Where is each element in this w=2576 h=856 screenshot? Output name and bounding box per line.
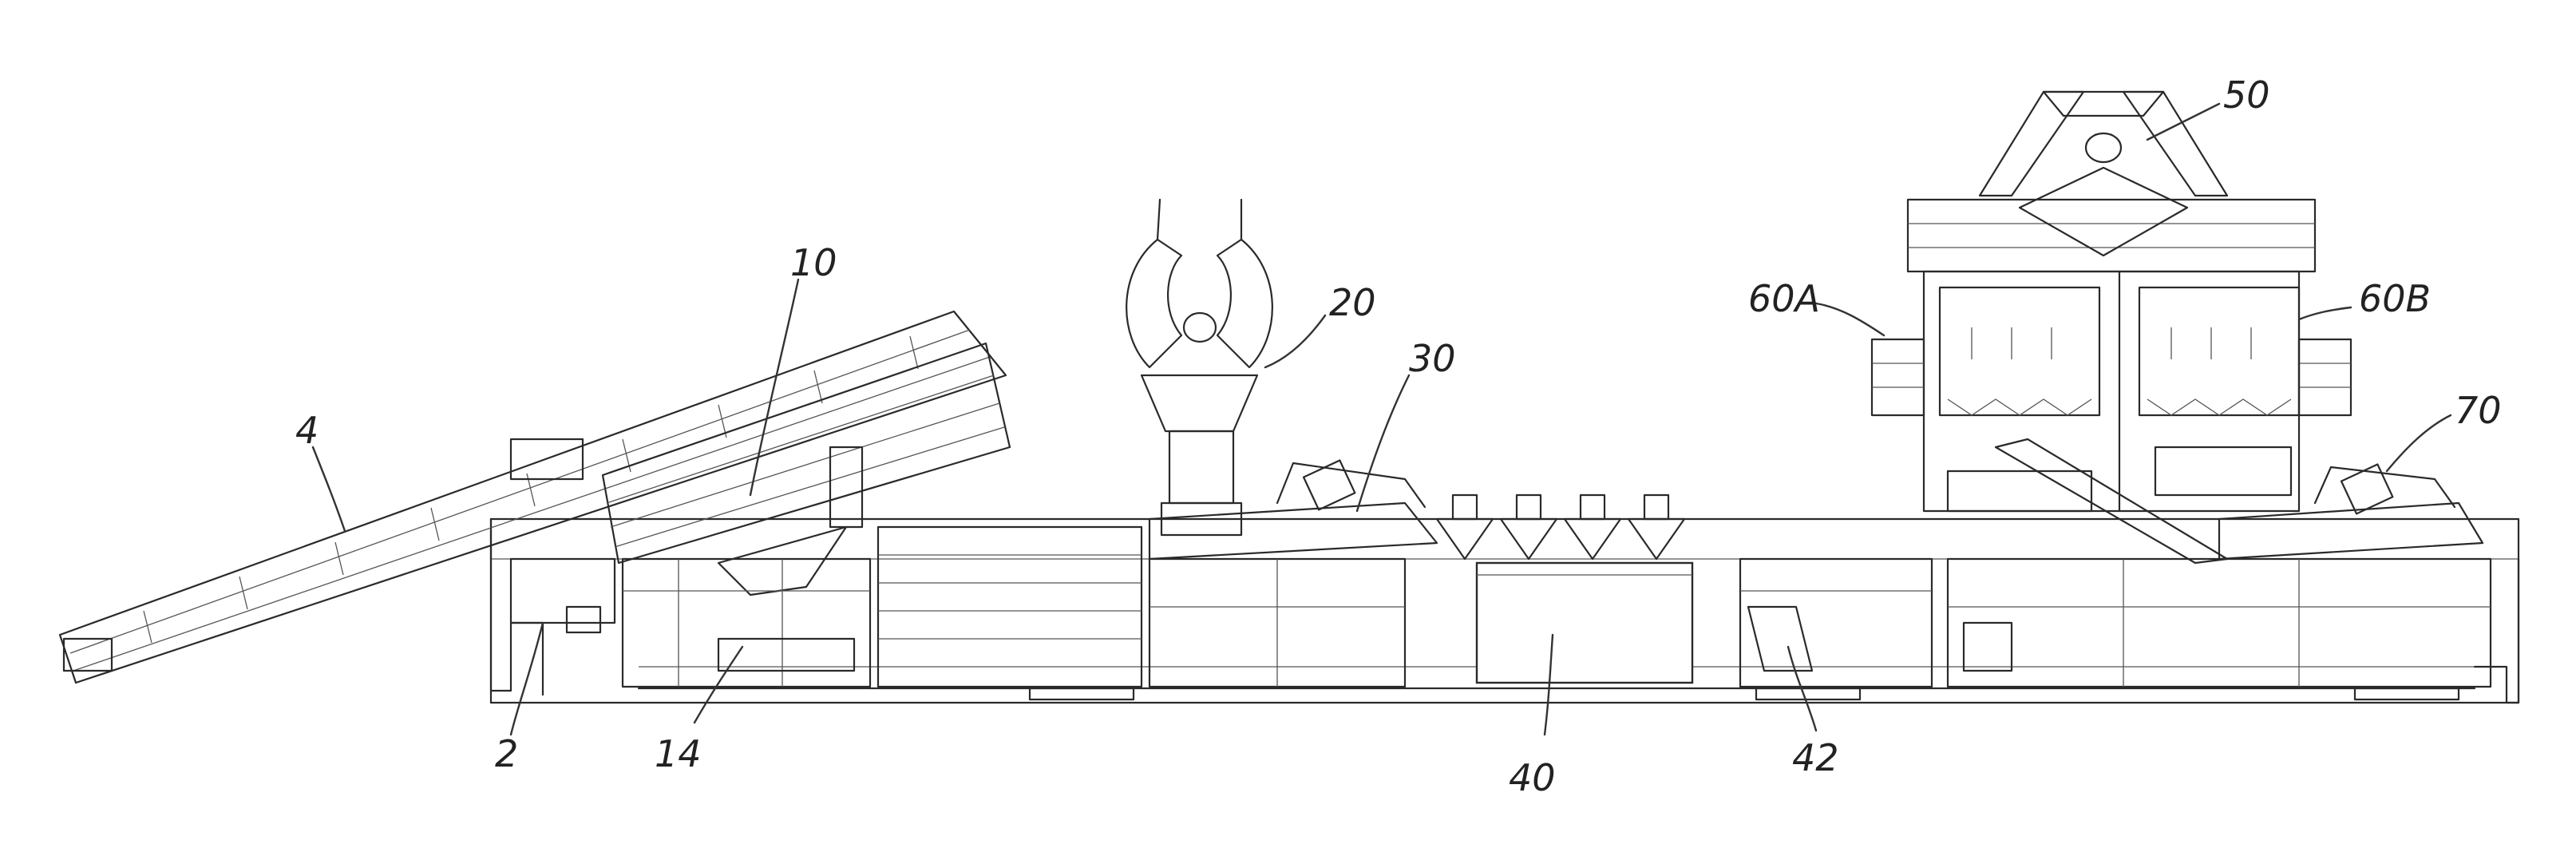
label-60a: 60A: [1748, 277, 1820, 320]
label-10: 10: [790, 241, 837, 284]
label-60b: 60B: [2359, 277, 2431, 320]
label-20: 20: [1329, 281, 1376, 324]
middle-screen-module: [878, 460, 1437, 687]
tower-frame: [1872, 200, 2351, 563]
label-42: 42: [1792, 736, 1839, 779]
right-module: [1948, 464, 2491, 687]
upper-cyclone-assembly: [1980, 92, 2227, 256]
label-4: 4: [295, 409, 319, 452]
label-2: 2: [495, 732, 518, 775]
label-30: 30: [1409, 337, 1456, 380]
panel-60b: [2139, 287, 2299, 415]
label-40: 40: [1509, 756, 1556, 799]
label-70: 70: [2455, 389, 2502, 432]
label-14: 14: [655, 732, 702, 775]
central-tank: [1477, 563, 1692, 683]
leader-lines: [313, 104, 2451, 735]
label-50: 50: [2223, 73, 2270, 117]
feed-conveyor: [60, 311, 1006, 683]
second-tank: [1740, 559, 1932, 687]
reference-labels: 4 10 20 30 50 60A 60B 70 2 14 40 42: [295, 73, 2502, 799]
first-tank: [623, 559, 870, 687]
hopper-row: [1437, 495, 1684, 559]
panel-60a: [1940, 287, 2099, 415]
cyclone-assembly: [1126, 200, 1272, 535]
